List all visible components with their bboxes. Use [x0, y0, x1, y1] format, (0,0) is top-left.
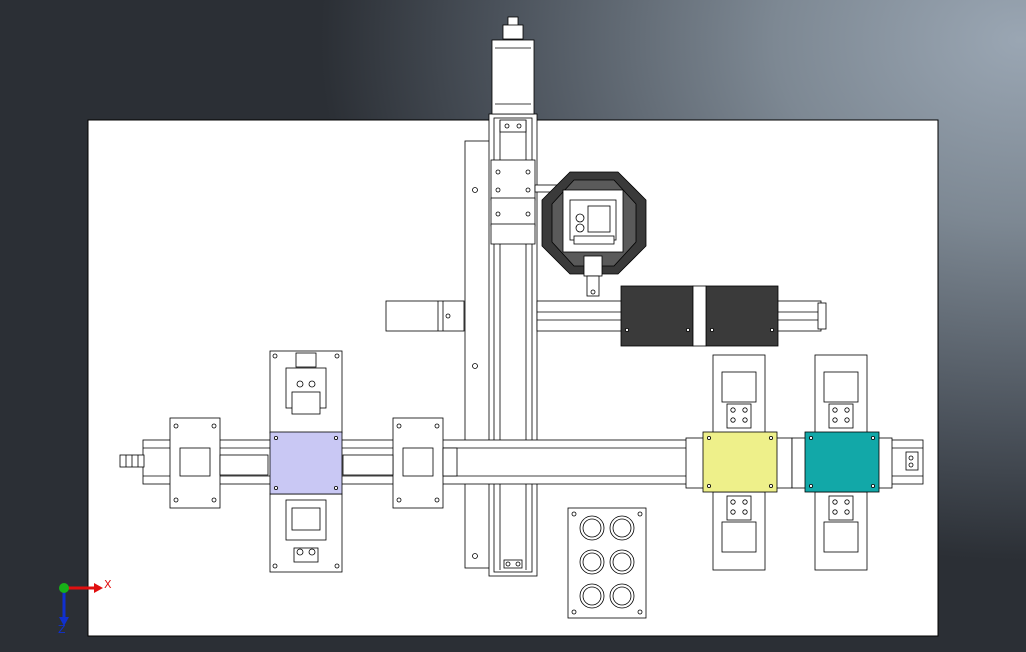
- right-station-teal[interactable]: [791, 354, 893, 571]
- rotary-camera-head[interactable]: [541, 171, 647, 297]
- left-cross-station[interactable]: [269, 350, 343, 573]
- left-clamp-block[interactable]: [169, 417, 458, 509]
- vertical-slider-carriage[interactable]: [490, 159, 586, 245]
- upper-horizontal-arm[interactable]: [385, 285, 827, 347]
- axis-triad: X Z: [58, 578, 112, 636]
- x-axis-label: X: [104, 578, 112, 591]
- right-station-yellow[interactable]: [685, 354, 793, 571]
- servo-motor[interactable]: [491, 16, 535, 133]
- six-hole-tray[interactable]: [567, 507, 647, 619]
- y-axis-dot-icon: [59, 583, 69, 593]
- z-axis-label: Z: [58, 623, 66, 636]
